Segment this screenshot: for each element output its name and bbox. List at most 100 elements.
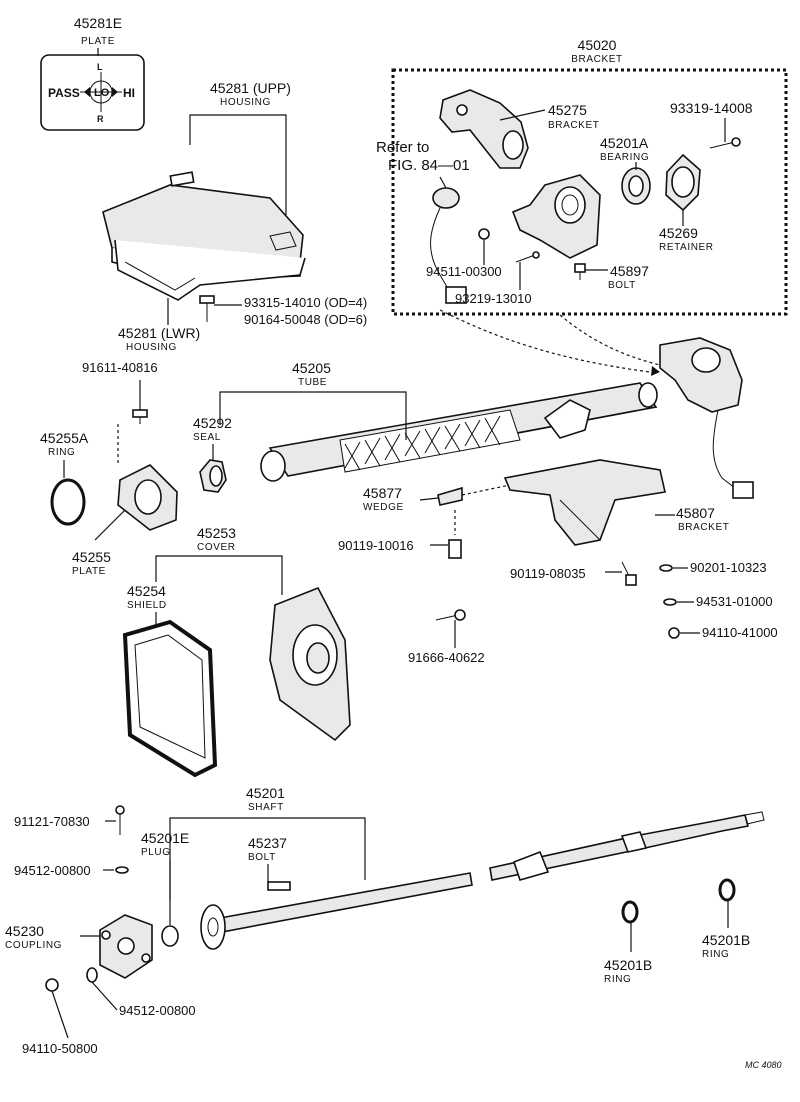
label-45255-name: PLATE [72, 566, 106, 577]
label-45020-name: BRACKET [571, 54, 622, 65]
label-90119-a: 90119-10016 [338, 538, 414, 553]
label-91666: 91666-40622 [408, 650, 485, 665]
label-94512-a: 94512-00800 [14, 863, 91, 878]
bolt-90119-a [448, 539, 462, 559]
label-45020-number: 45020 [578, 37, 617, 53]
bolt-91666 [435, 609, 466, 621]
label-45201b-b-name: RING [702, 949, 729, 960]
label-45201-name: SHAFT [248, 802, 284, 813]
plate-hi-text: HI [123, 86, 135, 100]
label-45269-number: 45269 [659, 225, 698, 241]
label-45201b-a-number: 45201B [604, 957, 652, 973]
part-45201e-plug [161, 925, 179, 947]
label-45201-number: 45201 [246, 785, 285, 801]
footer-code: MC 4080 [745, 1060, 782, 1070]
plate-r-text: R [97, 114, 104, 124]
bolt-91121 [115, 805, 125, 835]
label-93319: 93319-14008 [670, 100, 753, 116]
label-45877-name: WEDGE [363, 502, 404, 513]
label-45281-upp-name: HOUSING [220, 97, 271, 108]
part-45275-bracket [439, 89, 529, 169]
label-45281e-number: 45281E [74, 15, 122, 31]
bolt-45897 [574, 263, 586, 280]
leader-reference [439, 176, 447, 189]
label-90119-b: 90119-08035 [510, 566, 586, 581]
label-45201b-a-name: RING [604, 974, 631, 985]
label-45897-number: 45897 [610, 263, 649, 279]
part-45877-wedge [437, 486, 463, 506]
washer-94531 [663, 598, 677, 606]
bolt-90119-b [621, 561, 637, 586]
label-45269-name: RETAINER [659, 242, 714, 253]
screw-91611 [132, 409, 148, 424]
label-45254-number: 45254 [127, 583, 166, 599]
label-45255-number: 45255 [72, 549, 111, 565]
screw-93315 [199, 295, 215, 322]
label-45275-name: BRACKET [548, 120, 599, 131]
label-45877-number: 45877 [363, 485, 402, 501]
screw-93319 [709, 137, 741, 149]
label-45254-name: SHIELD [127, 600, 167, 611]
label-45292-number: 45292 [193, 415, 232, 431]
assembly-arrow-2 [559, 314, 661, 366]
leader-45253 [155, 555, 283, 595]
part-45281-housing [102, 171, 306, 301]
part-45201b-ring-a [621, 900, 639, 924]
part-switch-body [511, 174, 601, 259]
label-93315: 93315-14010 (OD=4) [244, 295, 367, 310]
label-94531: 94531-01000 [696, 594, 773, 609]
part-45201-shaft [200, 811, 765, 950]
leader-45255 [94, 509, 126, 541]
dashed-wedge-bracket [461, 484, 511, 496]
label-45281-upp-number: 45281 (UPP) [210, 80, 291, 96]
label-45281e-name: PLATE [81, 36, 115, 47]
part-45205-tube [260, 382, 658, 482]
housing-clip [269, 231, 297, 251]
part-45255-plate [117, 464, 178, 531]
label-45237-number: 45237 [248, 835, 287, 851]
leader-45205 [219, 391, 407, 440]
label-45255a-name: RING [48, 447, 75, 458]
label-94110-b: 94110-50800 [22, 1041, 98, 1056]
housing-lower-rib [124, 261, 196, 291]
part-45281e-plate: PASS LO HI L R [40, 54, 145, 131]
part-45201a-bearing [621, 167, 651, 205]
label-45255a-number: 45255A [40, 430, 89, 446]
label-45201e-name: PLUG [141, 847, 171, 858]
label-45201b-b-number: 45201B [702, 932, 750, 948]
plate-pass-text: PASS [48, 86, 80, 100]
arrow-right-icon [112, 87, 118, 97]
leader-45281-upp [189, 114, 287, 215]
housing-label-tab [169, 171, 195, 187]
label-45205-number: 45205 [292, 360, 331, 376]
arrow-head-icon [651, 366, 660, 376]
part-switch-connector [430, 187, 467, 304]
nut-94110-b [45, 978, 59, 992]
part-45269-retainer [665, 153, 701, 212]
label-45201a-number: 45201A [600, 135, 649, 151]
label-45292-name: SEAL [193, 432, 221, 443]
leader-94110-b [51, 990, 69, 1039]
label-45253-number: 45253 [197, 525, 236, 541]
label-45230-number: 45230 [5, 923, 44, 939]
label-45807-name: BRACKET [678, 522, 729, 533]
label-94511: 94511-00300 [426, 264, 502, 279]
label-45281-lwr-number: 45281 (LWR) [118, 325, 200, 341]
label-93219: 93219-13010 [455, 291, 532, 306]
label-45281-lwr-name: HOUSING [126, 342, 177, 353]
nut-94511 [478, 228, 490, 240]
label-45253-name: COVER [197, 542, 236, 553]
label-45897-name: BOLT [608, 280, 636, 291]
washer-94512-b [86, 967, 98, 983]
part-assembled-switch [659, 337, 754, 499]
washer-90201 [659, 564, 673, 572]
label-90201: 90201-10323 [690, 560, 767, 575]
label-94512-b: 94512-00800 [119, 1003, 196, 1018]
leader-45201 [169, 817, 366, 900]
plate-lo-text: LO [94, 87, 110, 99]
leader-45275 [499, 109, 546, 121]
label-91121: 91121-70830 [14, 814, 90, 829]
assembly-arrow-1 [439, 309, 651, 373]
reference-line-2: FIG. 84—01 [388, 157, 470, 174]
